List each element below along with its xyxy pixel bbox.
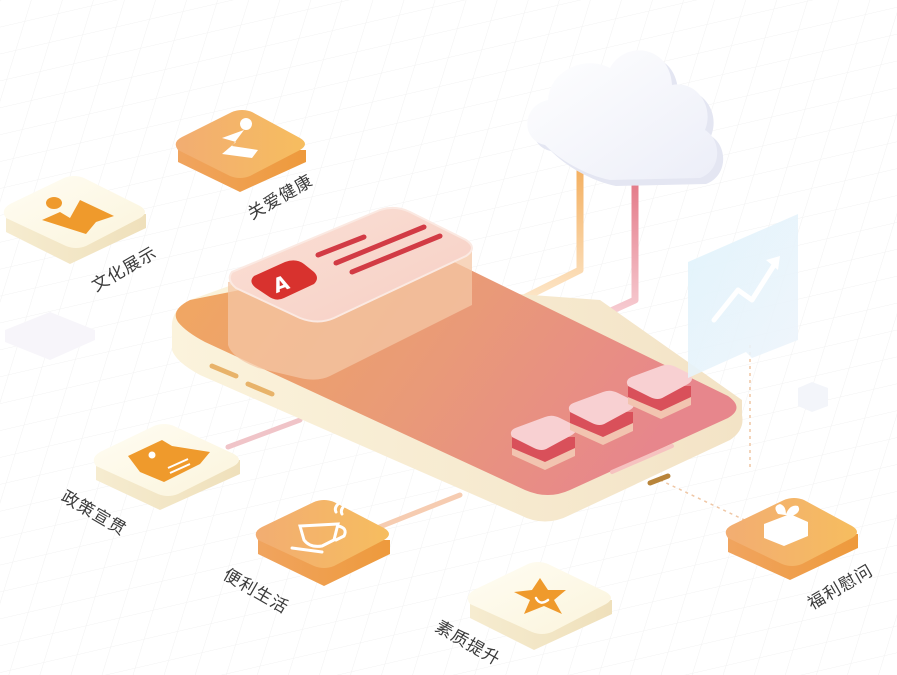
running-person-icon [222, 118, 258, 158]
trend-up-arrow-icon [711, 259, 779, 323]
chart-panel [688, 214, 798, 378]
app-button[interactable] [510, 415, 576, 470]
app-button[interactable] [568, 390, 634, 445]
app-button[interactable] [626, 364, 692, 419]
phone-side-button [245, 381, 275, 397]
app-card-text-lines [315, 224, 443, 275]
charging-port [647, 473, 671, 486]
gift-icon [764, 504, 808, 546]
decor-cube [798, 382, 828, 412]
document-star-icon [128, 440, 210, 482]
cloud-icon [527, 50, 724, 186]
phone-app-buttons [510, 364, 692, 470]
home-indicator [610, 444, 674, 474]
phone-side-button [209, 363, 239, 379]
connector-lines [225, 345, 756, 533]
open-book-person-icon [42, 197, 114, 234]
decor-slab [5, 312, 95, 360]
star-badge-icon [514, 578, 566, 614]
coffee-cup-icon [290, 502, 347, 554]
app-card: A [228, 206, 473, 380]
app-logo: A [251, 260, 317, 300]
